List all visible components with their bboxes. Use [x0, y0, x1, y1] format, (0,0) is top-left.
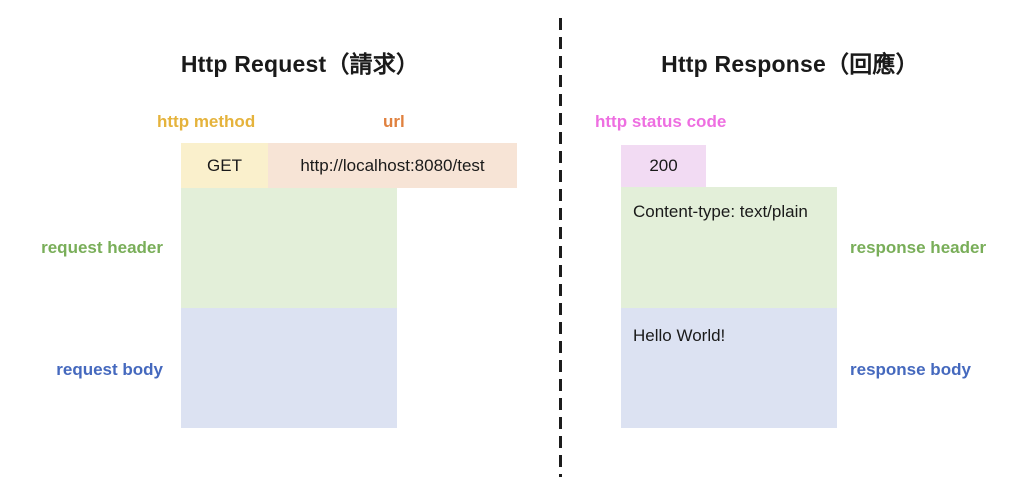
request-header-box — [181, 188, 397, 308]
response-body-content: Hello World! — [633, 326, 726, 345]
http-method-box: GET — [181, 143, 268, 188]
response-header-box: Content-type: text/plain — [621, 187, 837, 308]
dashed-divider-line — [559, 18, 562, 477]
response-header-label: response header — [850, 238, 987, 257]
url-label: url — [383, 112, 405, 131]
response-panel-title: Http Response（回應） — [661, 51, 919, 77]
url-box: http://localhost:8080/test — [268, 143, 517, 188]
status-code-box: 200 — [621, 145, 706, 187]
response-body-label: response body — [850, 360, 971, 379]
request-body-box — [181, 308, 397, 428]
request-body-label: request body — [56, 360, 163, 379]
response-header-content: Content-type: text/plain — [633, 202, 808, 221]
request-header-label: request header — [41, 238, 163, 257]
request-panel-title: Http Request（請求） — [180, 51, 420, 77]
response-body-box: Hello World! — [621, 308, 837, 428]
http-status-code-label: http status code — [595, 112, 727, 131]
http-method-label: http method — [157, 112, 256, 131]
